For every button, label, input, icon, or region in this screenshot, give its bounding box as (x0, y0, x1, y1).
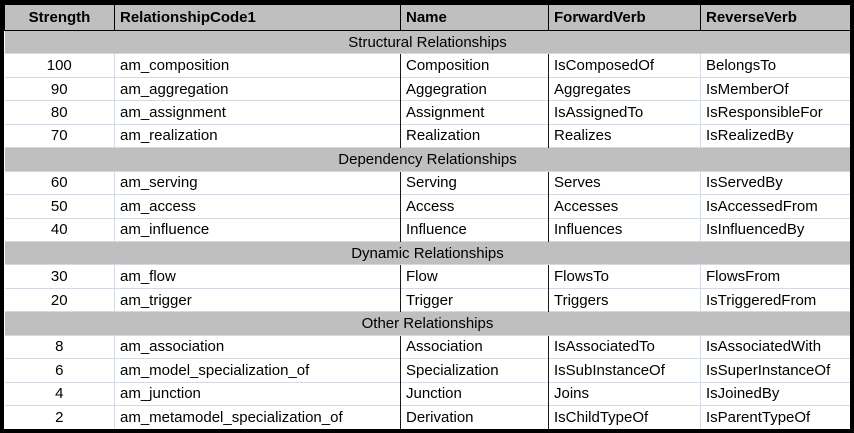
strength-cell: 20 (4, 287, 115, 312)
strength-cell: 8 (4, 334, 115, 359)
name-cell: Serving (400, 170, 549, 195)
strength-cell: 50 (4, 194, 115, 218)
strength-cell: 60 (4, 170, 115, 195)
name-cell: Flow (400, 264, 549, 289)
forward-verb-cell: Aggregates (548, 76, 701, 101)
reverse-verb-cell: IsServedBy (700, 170, 850, 195)
relationship-code-cell: am_composition (114, 53, 401, 78)
reverse-verb-cell: IsTriggeredFrom (700, 287, 850, 312)
relationship-code-cell: am_realization (114, 123, 401, 148)
section-header-row: Dynamic Relationships (4, 240, 850, 265)
strength-cell: 6 (4, 358, 115, 383)
relationship-table: Strength RelationshipCode1 Name ForwardV… (4, 4, 850, 429)
section-title: Structural Relationships (4, 29, 850, 54)
column-header-relationship-code: RelationshipCode1 (114, 4, 401, 31)
relationship-code-cell: am_flow (114, 264, 401, 289)
forward-verb-cell: IsChildTypeOf (548, 405, 701, 429)
reverse-verb-cell: IsParentTypeOf (700, 405, 850, 429)
reverse-verb-cell: IsAssociatedWith (700, 334, 850, 359)
forward-verb-cell: FlowsTo (548, 264, 701, 289)
strength-cell: 80 (4, 100, 115, 125)
forward-verb-cell: IsAssociatedTo (548, 334, 701, 359)
strength-cell: 40 (4, 217, 115, 242)
name-cell: Derivation (400, 405, 549, 429)
relationship-code-cell: am_metamodel_specialization_of (114, 405, 401, 429)
relationship-code-cell: am_aggregation (114, 76, 401, 101)
header-row: Strength RelationshipCode1 Name ForwardV… (4, 4, 850, 31)
relationship-code-cell: am_assignment (114, 100, 401, 125)
name-cell: Aggegration (400, 76, 549, 101)
reverse-verb-cell: IsRealizedBy (700, 123, 850, 148)
forward-verb-cell: Joins (548, 381, 701, 406)
forward-verb-cell: Triggers (548, 287, 701, 312)
name-cell: Association (400, 334, 549, 359)
reverse-verb-cell: IsInfluencedBy (700, 217, 850, 242)
forward-verb-cell: Influences (548, 217, 701, 242)
name-cell: Specialization (400, 358, 549, 383)
column-header-strength: Strength (4, 4, 115, 31)
section-title: Other Relationships (4, 311, 850, 336)
name-cell: Composition (400, 53, 549, 78)
section-title: Dependency Relationships (4, 147, 850, 172)
relationship-code-cell: am_influence (114, 217, 401, 242)
section-header-row: Other Relationships (4, 311, 850, 336)
name-cell: Access (400, 194, 549, 218)
strength-cell: 30 (4, 264, 115, 289)
forward-verb-cell: Serves (548, 170, 701, 195)
relationship-code-cell: am_model_specialization_of (114, 358, 401, 383)
forward-verb-cell: IsSubInstanceOf (548, 358, 701, 383)
reverse-verb-cell: IsJoinedBy (700, 381, 850, 406)
name-cell: Junction (400, 381, 549, 406)
strength-cell: 4 (4, 381, 115, 406)
section-title: Dynamic Relationships (4, 240, 850, 265)
forward-verb-cell: Accesses (548, 194, 701, 218)
table-header: Strength RelationshipCode1 Name ForwardV… (4, 4, 850, 31)
name-cell: Influence (400, 217, 549, 242)
relationship-code-cell: am_association (114, 334, 401, 359)
name-cell: Assignment (400, 100, 549, 125)
relationship-code-cell: am_serving (114, 170, 401, 195)
section-header-row: Structural Relationships (4, 29, 850, 54)
relationship-code-cell: am_access (114, 194, 401, 218)
column-header-name: Name (400, 4, 549, 31)
reverse-verb-cell: IsResponsibleFor (700, 100, 850, 125)
column-header-reverse-verb: ReverseVerb (700, 4, 850, 31)
reverse-verb-cell: IsAccessedFrom (700, 194, 850, 218)
strength-cell: 90 (4, 76, 115, 101)
forward-verb-cell: IsComposedOf (548, 53, 701, 78)
column-header-forward-verb: ForwardVerb (548, 4, 701, 31)
name-cell: Trigger (400, 287, 549, 312)
relationship-code-cell: am_junction (114, 381, 401, 406)
section-header-row: Dependency Relationships (4, 147, 850, 172)
strength-cell: 2 (4, 405, 115, 429)
reverse-verb-cell: IsSuperInstanceOf (700, 358, 850, 383)
strength-cell: 100 (4, 53, 115, 78)
forward-verb-cell: Realizes (548, 123, 701, 148)
forward-verb-cell: IsAssignedTo (548, 100, 701, 125)
name-cell: Realization (400, 123, 549, 148)
strength-cell: 70 (4, 123, 115, 148)
reverse-verb-cell: FlowsFrom (700, 264, 850, 289)
reverse-verb-cell: IsMemberOf (700, 76, 850, 101)
reverse-verb-cell: BelongsTo (700, 53, 850, 78)
relationship-code-cell: am_trigger (114, 287, 401, 312)
